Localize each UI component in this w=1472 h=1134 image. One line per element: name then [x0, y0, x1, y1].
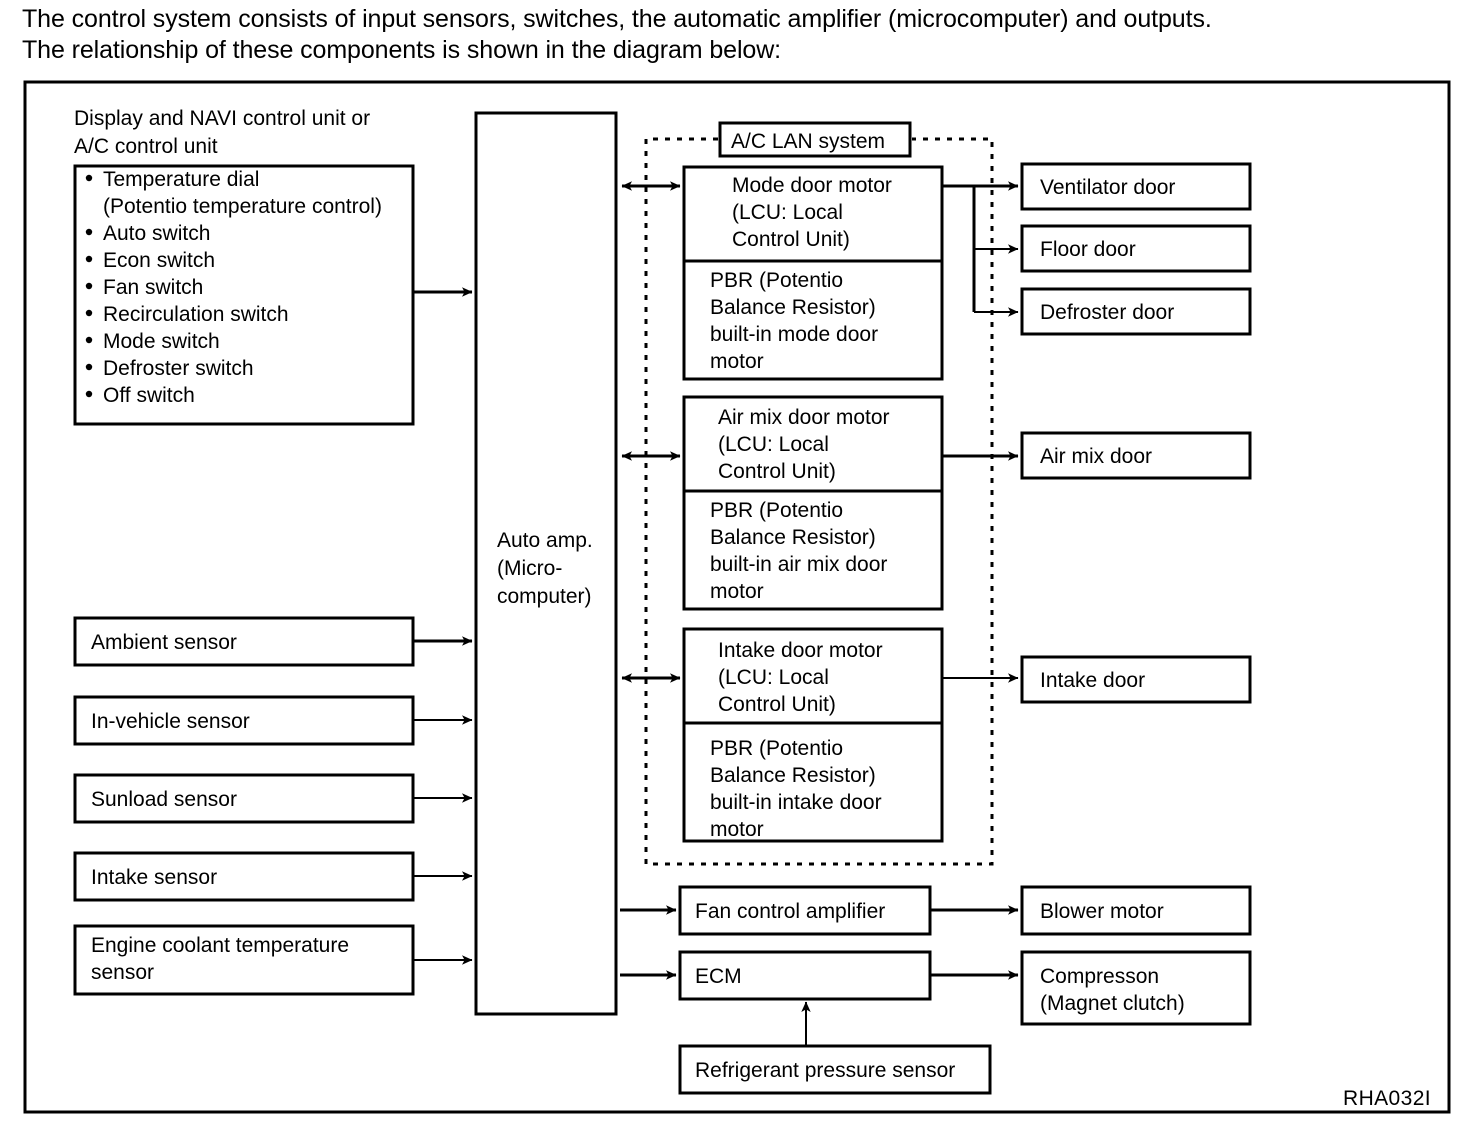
output-label-compressor-line-1: Compresson [1040, 965, 1159, 988]
output-box-ventilator-door[interactable] [1020, 162, 1252, 211]
output-box-blower-motor[interactable] [1020, 885, 1252, 936]
intake-door-motor-line-2: (LCU: Local [718, 666, 829, 689]
auto-amp-box[interactable] [474, 111, 618, 1016]
mode-door-pbr-line-1: PBR (Potentio [710, 269, 843, 292]
sensor-label-ambient: Ambient sensor [91, 631, 237, 654]
refrigerant-pressure-sensor-box[interactable] [678, 1044, 992, 1095]
output-label-intake-door: Intake door [1040, 669, 1145, 692]
air-mix-door-motor-line-3: Control Unit) [718, 460, 836, 483]
output-box-air-mix-door[interactable] [1020, 431, 1252, 480]
output-box-defroster-door[interactable] [1020, 287, 1252, 336]
refrigerant-pressure-sensor-label: Refrigerant pressure sensor [695, 1059, 955, 1082]
mode-door-pbr-line-2: Balance Resistor) [710, 296, 876, 319]
ac-lan-system-label: A/C LAN system [731, 130, 885, 153]
sensor-label-engine-coolant-line-2: sensor [91, 961, 154, 984]
mode-door-pbr-line-4: motor [710, 350, 764, 373]
bullet-icon [85, 309, 93, 317]
intake-door-motor-box[interactable] [682, 627, 944, 843]
sensor-box-engine-coolant-temperature[interactable] [73, 924, 415, 996]
air-mix-door-motor-line-1: Air mix door motor [718, 406, 890, 429]
intake-door-pbr-line-4: motor [710, 818, 764, 841]
control-unit-item-7: Defroster switch [103, 357, 254, 380]
output-box-floor-door[interactable] [1020, 224, 1252, 273]
fan-control-amplifier-label: Fan control amplifier [695, 900, 885, 923]
control-unit-box[interactable] [73, 164, 415, 426]
bullet-icon [85, 390, 93, 398]
air-mix-door-motor-box[interactable] [682, 395, 944, 611]
intake-door-pbr-line-3: built-in intake door [710, 791, 882, 814]
mode-door-motor-line-1: Mode door motor [732, 174, 892, 197]
sensor-label-in-vehicle: In-vehicle sensor [91, 710, 250, 733]
bullet-icon [85, 282, 93, 290]
output-label-defroster-door: Defroster door [1040, 301, 1174, 324]
output-box-compressor[interactable] [1020, 950, 1252, 1026]
air-mix-door-pbr-line-1: PBR (Potentio [710, 499, 843, 522]
control-unit-title-line-2: A/C control unit [74, 135, 218, 158]
control-unit-item-6: Mode switch [103, 330, 220, 353]
bullet-icon [85, 174, 93, 182]
ac-lan-system-label-box [718, 121, 912, 158]
intro-line-1: The control system consists of input sen… [22, 5, 1212, 33]
sensor-box-intake[interactable] [73, 851, 415, 902]
mode-door-motor-line-3: Control Unit) [732, 228, 850, 251]
control-unit-item-4: Fan switch [103, 276, 203, 299]
control-unit-item-8: Off switch [103, 384, 195, 407]
air-mix-door-pbr-line-3: built-in air mix door [710, 553, 887, 576]
output-box-intake-door[interactable] [1020, 655, 1252, 704]
output-label-ventilator-door: Ventilator door [1040, 176, 1175, 199]
control-unit-item-3: Econ switch [103, 249, 215, 272]
bullet-icon [85, 228, 93, 236]
ecm-box[interactable] [678, 950, 932, 1001]
sensor-box-sunload[interactable] [73, 773, 415, 824]
air-mix-door-pbr-line-4: motor [710, 580, 764, 603]
sensor-label-intake: Intake sensor [91, 866, 217, 889]
ac-lan-system-boundary [644, 137, 994, 866]
control-unit-title-line-1: Display and NAVI control unit or [74, 107, 370, 130]
control-unit-item-5: Recirculation switch [103, 303, 289, 326]
sensor-label-engine-coolant-line-1: Engine coolant temperature [91, 934, 349, 957]
air-mix-door-motor-line-2: (LCU: Local [718, 433, 829, 456]
intake-door-pbr-line-1: PBR (Potentio [710, 737, 843, 760]
sensor-box-ambient[interactable] [73, 616, 415, 667]
intro-paragraph: The control system consists of input sen… [22, 4, 1452, 66]
mode-door-pbr-line-3: built-in mode door [710, 323, 878, 346]
output-label-floor-door: Floor door [1040, 238, 1136, 261]
control-unit-item-2: Auto switch [103, 222, 210, 245]
output-label-air-mix-door: Air mix door [1040, 445, 1152, 468]
output-label-blower-motor: Blower motor [1040, 900, 1164, 923]
intake-door-motor-line-1: Intake door motor [718, 639, 883, 662]
figure-id: RHA032I [1343, 1087, 1431, 1110]
fan-control-amplifier-box[interactable] [678, 885, 932, 936]
intake-door-motor-line-3: Control Unit) [718, 693, 836, 716]
output-label-compressor-line-2: (Magnet clutch) [1040, 992, 1185, 1015]
intro-line-2: The relationship of these components is … [22, 36, 782, 64]
control-unit-item-0: Temperature dial [103, 168, 259, 191]
auto-amp-label-line-1: Auto amp. [497, 529, 593, 552]
intake-door-pbr-line-2: Balance Resistor) [710, 764, 876, 787]
auto-amp-label-line-2: (Micro- [497, 557, 562, 580]
bullet-icon [85, 363, 93, 371]
control-unit-item-1: (Potentio temperature control) [103, 195, 382, 218]
bullet-icon [85, 336, 93, 344]
mode-door-motor-box[interactable] [682, 165, 944, 381]
bullet-icon [85, 255, 93, 263]
ecm-label: ECM [695, 965, 742, 988]
auto-amp-label-line-3: computer) [497, 585, 592, 608]
air-mix-door-pbr-line-2: Balance Resistor) [710, 526, 876, 549]
sensor-label-sunload: Sunload sensor [91, 788, 237, 811]
mode-door-motor-line-2: (LCU: Local [732, 201, 843, 224]
